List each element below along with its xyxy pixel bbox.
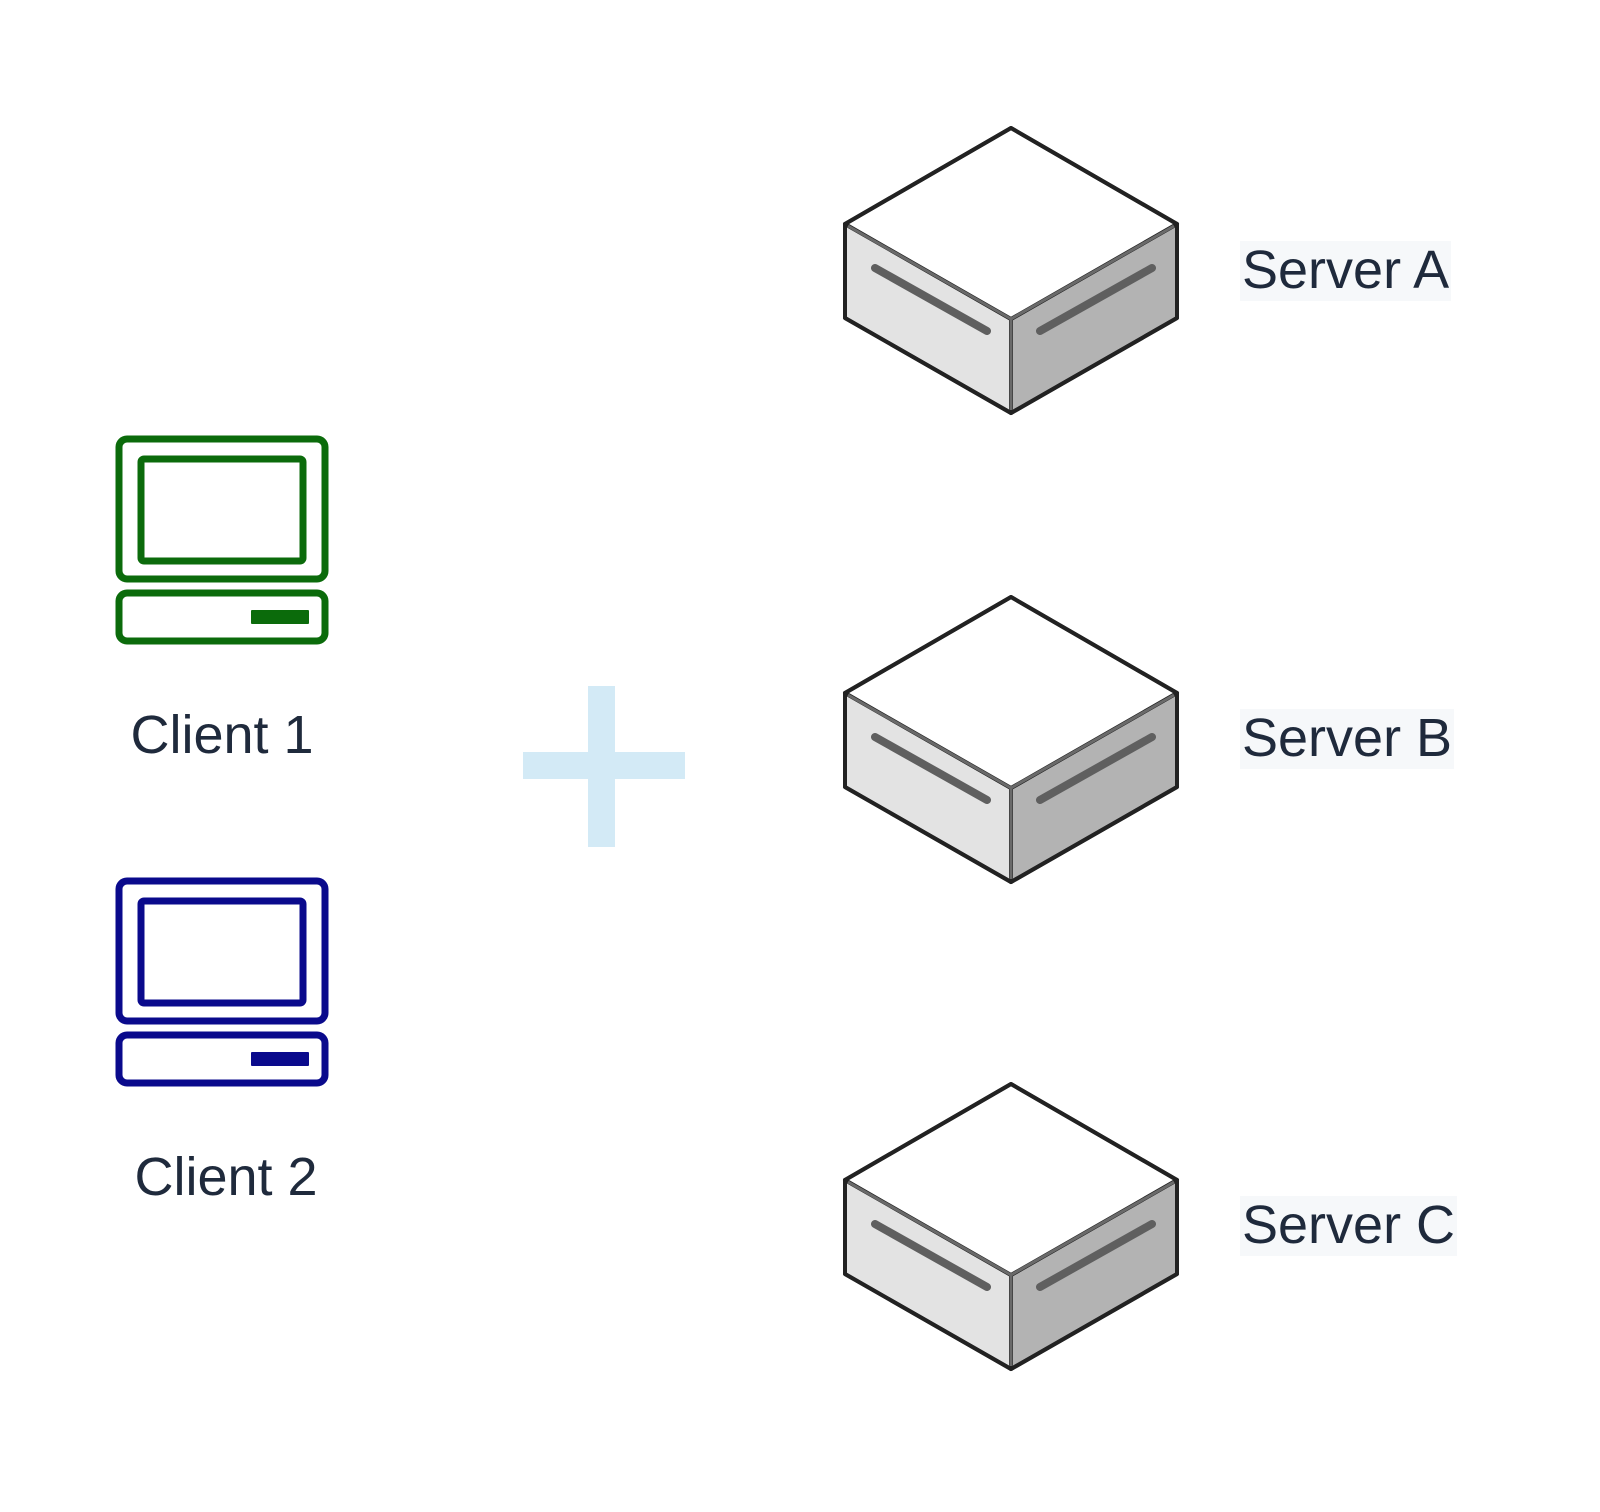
server-a-label: Server A bbox=[1240, 240, 1452, 301]
client-2-computer-icon bbox=[119, 881, 325, 1083]
server-b-label: Server B bbox=[1240, 708, 1455, 769]
client-1-label: Client 1 bbox=[130, 705, 314, 765]
server-a-icon bbox=[845, 128, 1177, 413]
client-1-computer-icon bbox=[119, 439, 325, 641]
plus-icon bbox=[523, 686, 685, 847]
server-c-icon bbox=[845, 1084, 1177, 1369]
client-2-label: Client 2 bbox=[134, 1147, 318, 1207]
server-b-icon bbox=[845, 597, 1177, 882]
server-c-label: Server C bbox=[1240, 1195, 1458, 1256]
